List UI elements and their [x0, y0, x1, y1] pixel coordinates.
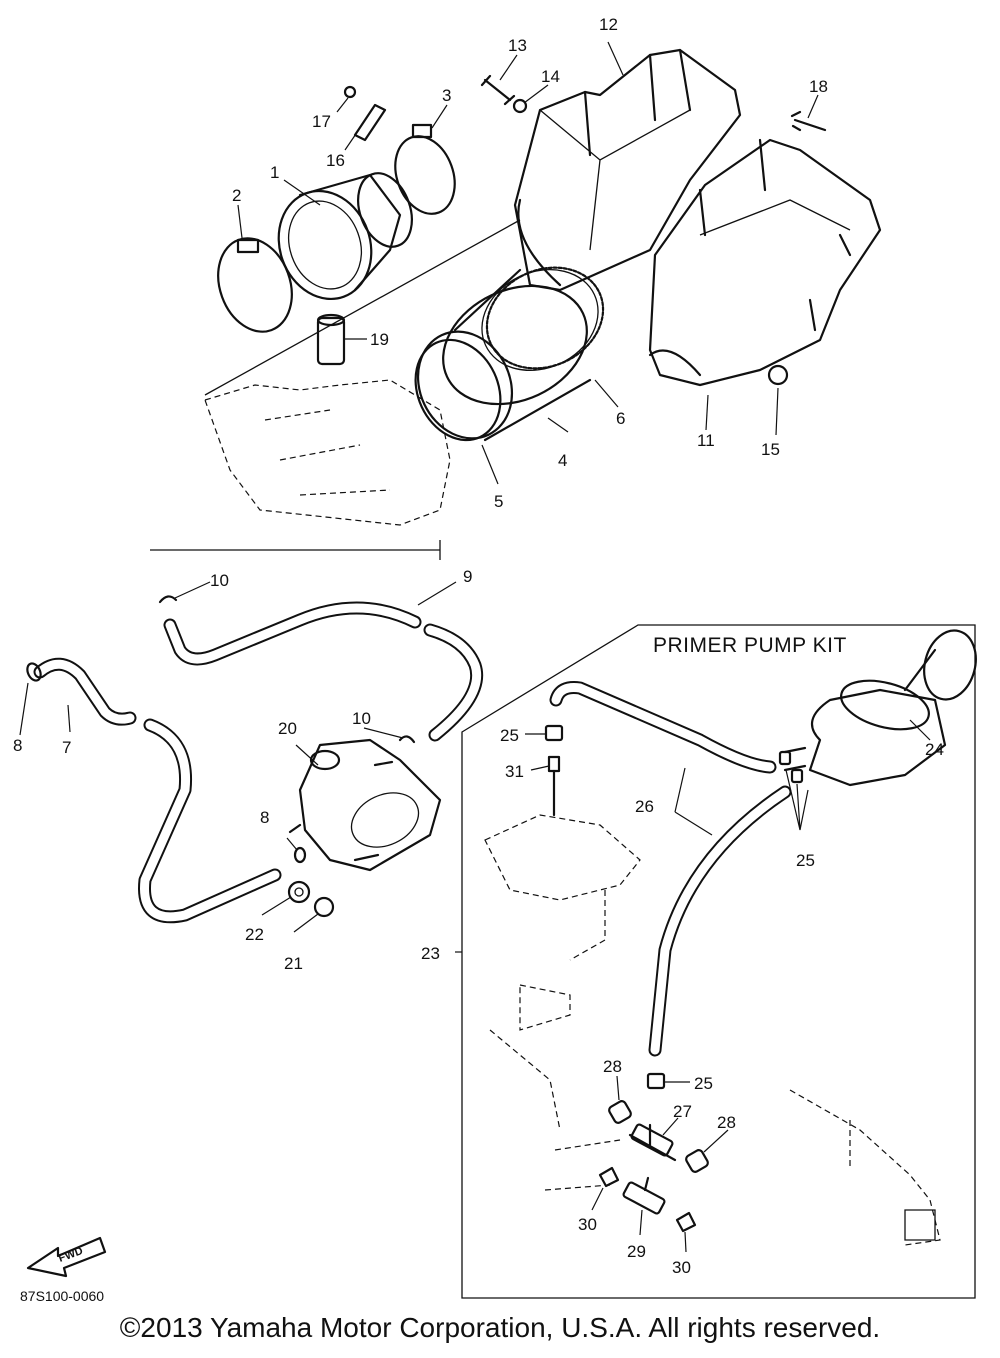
callout-13: 13 [508, 36, 527, 55]
clip-10b [398, 735, 416, 744]
callout-29: 29 [627, 1242, 646, 1261]
callout-28b: 28 [717, 1113, 736, 1132]
clamp-3 [394, 123, 456, 215]
fuel-pump [288, 738, 442, 872]
clip-10a [158, 595, 178, 604]
callout-7: 7 [62, 738, 71, 757]
bolt-18 [790, 110, 827, 132]
callout-14: 14 [541, 67, 560, 86]
callout-9: 9 [463, 567, 472, 586]
callout-22: 22 [245, 925, 264, 944]
callout-8a: 8 [13, 736, 22, 755]
callout-18: 18 [809, 77, 828, 96]
callout-17: 17 [312, 112, 331, 131]
callouts: 1 2 3 4 5 6 7 8 8 9 10 10 11 12 13 14 15… [13, 15, 944, 1277]
clip-8b [293, 846, 307, 864]
leader-lines [19, 41, 931, 1253]
reference-code: 87S100-0060 [20, 1288, 104, 1304]
cap-19 [316, 313, 346, 366]
holder-16 [353, 103, 387, 142]
bolt-13 [480, 74, 516, 106]
hose-9 [163, 601, 484, 742]
primer-pump-24 [783, 629, 977, 787]
carburetor-outline [484, 814, 941, 1246]
callout-21: 21 [284, 954, 303, 973]
parts-diagram: FWD [13, 15, 977, 1304]
fwd-arrow: FWD [26, 1236, 107, 1278]
nut-15 [767, 364, 789, 386]
callout-28a: 28 [603, 1057, 622, 1076]
clip-25-set [544, 724, 804, 1090]
callout-3: 3 [442, 86, 451, 105]
callout-4: 4 [558, 451, 567, 470]
callout-20: 20 [278, 719, 297, 738]
o-ring-5 [414, 338, 502, 442]
primer-kit-frame [461, 624, 976, 1299]
washer-14 [512, 98, 528, 114]
joint-1 [277, 172, 413, 301]
air-box-case [513, 48, 742, 292]
callout-11: 11 [697, 431, 715, 450]
callout-25b: 25 [796, 851, 815, 870]
damper-22 [287, 880, 311, 904]
engine-outline [150, 219, 521, 560]
air-box-cover [648, 138, 882, 387]
callout-5: 5 [494, 492, 503, 511]
callout-25c: 25 [694, 1074, 713, 1093]
screw-17 [343, 85, 357, 99]
callout-31: 31 [505, 762, 524, 781]
clip-30b [675, 1211, 697, 1233]
callout-10a: 10 [210, 571, 229, 590]
copyright-notice: ©2013 Yamaha Motor Corporation, U.S.A. A… [119, 1312, 881, 1343]
callout-25a: 25 [500, 726, 519, 745]
callout-24: 24 [925, 740, 944, 759]
kit-title: PRIMER PUMP KIT [653, 634, 847, 657]
clip-30a [598, 1166, 620, 1188]
primer-hose-26 [549, 681, 792, 1057]
callout-23: 23 [421, 944, 440, 963]
callout-1: 1 [270, 163, 279, 182]
callout-2: 2 [232, 186, 241, 205]
callout-30b: 30 [672, 1258, 691, 1277]
callout-30a: 30 [578, 1215, 597, 1234]
joint-31 [547, 755, 561, 817]
hose-7 [33, 657, 282, 924]
fitting-28a [608, 1100, 632, 1124]
t-joint-29 [622, 1176, 666, 1215]
callout-27: 27 [673, 1102, 692, 1121]
callout-26: 26 [635, 797, 654, 816]
collar-21 [313, 896, 335, 918]
callout-15: 15 [761, 440, 780, 459]
clip-8a [26, 662, 42, 682]
callout-10b: 10 [352, 709, 371, 728]
callout-8b: 8 [260, 808, 269, 827]
band-6 [485, 266, 605, 370]
clamp-2 [217, 237, 293, 333]
callout-19: 19 [370, 330, 389, 349]
t-joint-27 [628, 1123, 677, 1162]
callout-6: 6 [616, 409, 625, 428]
callout-16: 16 [326, 151, 345, 170]
fitting-28b [685, 1149, 709, 1173]
callout-12: 12 [599, 15, 618, 34]
